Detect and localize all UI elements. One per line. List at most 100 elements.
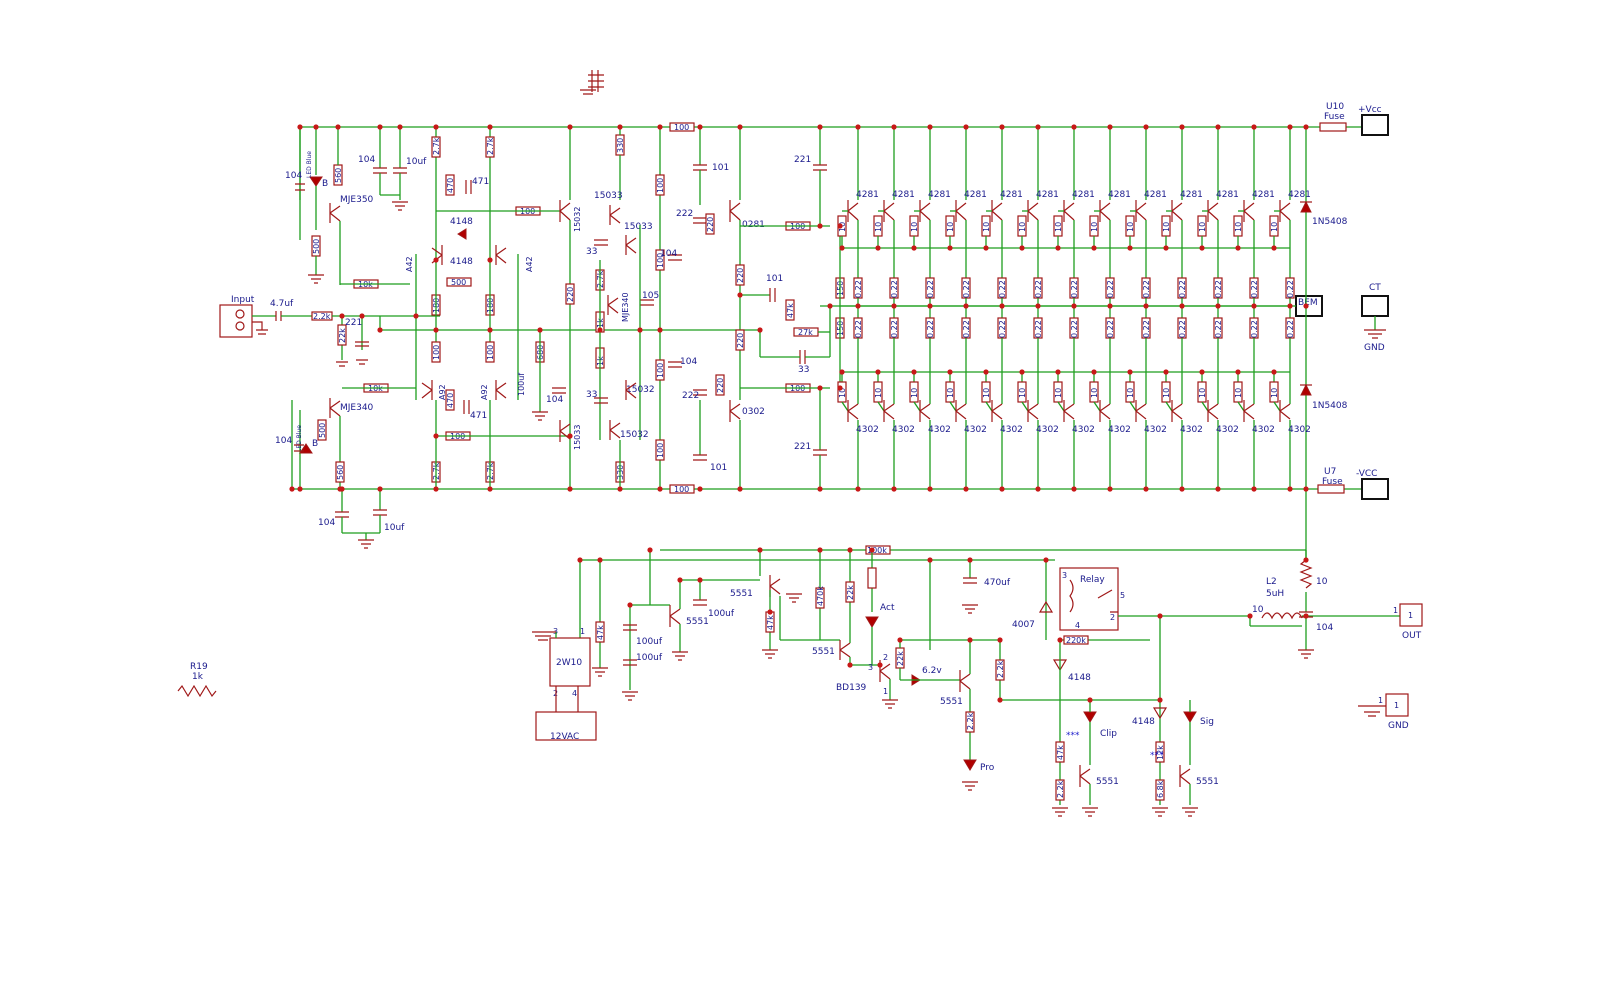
bridge-label: 2W10 [556, 658, 582, 668]
cap-100uf-a: 100uf [517, 373, 526, 396]
npn-emitter-r-label: 0.22 [1214, 280, 1223, 298]
pnp-base-r-label: 10 [1270, 388, 1279, 398]
led-sig-label: Sig [1200, 717, 1214, 727]
r47k-a-label: 47k [596, 625, 605, 640]
r2-7k-b [485, 136, 495, 158]
led-pro-label: Pro [980, 763, 995, 773]
junction-dot [1043, 557, 1049, 563]
input-connector[interactable] [219, 304, 253, 338]
out-label: OUT [1402, 631, 1422, 641]
r560-top-label: 560 [334, 168, 343, 183]
r47k-fb [785, 299, 795, 321]
r220-b-label: 220 [716, 378, 725, 393]
junction-dot [1251, 124, 1257, 130]
junction-dot [1107, 486, 1113, 492]
junction-dot [627, 602, 633, 608]
q-5551-b: 5551 [730, 589, 753, 599]
junction-dot [1091, 245, 1097, 251]
pnp-4302-icon [1063, 400, 1075, 422]
pnp-4302-label: 4302 [1036, 425, 1059, 435]
junction-dot [1271, 245, 1277, 251]
pnp-emitter-r-label: 0.22 [1142, 320, 1151, 338]
r100-bot-rail-label: 100 [674, 485, 689, 494]
vcc-neg-connector[interactable] [1361, 478, 1389, 500]
pnp-base-r-label: 10 [838, 388, 847, 398]
pnp-base-wire [1093, 401, 1101, 412]
pnp-emitter-r-label: 0.22 [962, 320, 971, 338]
gnd-pin1: 1 [1378, 696, 1383, 705]
junction-dot [839, 245, 845, 251]
diode-4148-c-label: 4148 [1068, 673, 1091, 683]
out-pin1-inner: 1 [1408, 611, 1413, 620]
input-label: Input [231, 295, 255, 305]
r100-b-label: 100 [486, 345, 495, 360]
pnp-4302-label: 4302 [856, 425, 879, 435]
led-blue-pos-label: LED Blue [306, 151, 313, 178]
fuse-u7-type: Fuse [1322, 477, 1343, 487]
junction-dot [817, 223, 823, 229]
junction-dot [297, 124, 303, 130]
cap-10uf-b: 10uf [384, 523, 405, 533]
npn-4281-label: 4281 [1108, 190, 1131, 200]
cap-33-b: 33 [586, 390, 597, 400]
junction-dot [313, 124, 319, 130]
cap-470uf-label: 470uf [984, 578, 1011, 588]
vcc-pos-label: +Vcc [1358, 105, 1382, 115]
junction-dot [963, 124, 969, 130]
relay[interactable] [1059, 567, 1119, 631]
q-15032-label-bot: 15032 [626, 385, 655, 395]
r100-a [431, 341, 441, 363]
junction-dot [967, 557, 973, 563]
cap-104-g: 104 [680, 357, 697, 367]
junction-dot [1143, 486, 1149, 492]
junction-dot [891, 486, 897, 492]
pnp-base-wire [1165, 401, 1173, 412]
pnp-4302-icon [919, 400, 931, 422]
r19-value: 1k [192, 672, 204, 682]
junction-dot [947, 245, 953, 251]
junction-dot [1179, 303, 1185, 309]
junction-dot [911, 245, 917, 251]
junction-dots [289, 124, 1309, 703]
cap-221-b: 221 [794, 442, 811, 452]
junction-dot [927, 303, 933, 309]
r12k-label: 12k [1156, 745, 1165, 760]
junction-dot [1303, 557, 1309, 563]
zener-label: 6.2v [922, 666, 942, 676]
ct-label: CT [1369, 283, 1381, 293]
junction-dot [1287, 124, 1293, 130]
npn-4281-icon [1243, 200, 1255, 222]
pnp-4302-icon [883, 400, 895, 422]
out-connector[interactable] [1399, 603, 1423, 627]
zobel-r [1299, 559, 1313, 589]
relay-pin5: 5 [1120, 591, 1125, 600]
npn-base-r-label: 10 [910, 222, 919, 232]
junction-dot [1087, 697, 1093, 703]
junction-dot [1107, 303, 1113, 309]
r100-col-c [655, 359, 665, 381]
pnp-base-wire [985, 401, 993, 412]
ct-connector[interactable] [1361, 295, 1389, 317]
npn-emitter-r-label: 0.22 [1106, 280, 1115, 298]
cap-10uf-a: 10uf [406, 157, 427, 167]
r2-2k-c [1055, 779, 1065, 801]
npn-4281-label: 4281 [1252, 190, 1275, 200]
r19-ref: R19 [190, 662, 208, 672]
pnp-4302-label: 4302 [928, 425, 951, 435]
vcc-pos-connector[interactable] [1361, 114, 1389, 136]
r220-a-label: 220 [706, 217, 715, 232]
inductor-l2 [1261, 612, 1303, 620]
junction-dot [1303, 486, 1309, 492]
r220-c-label: 220 [736, 268, 745, 283]
gnd-connector[interactable] [1385, 693, 1409, 717]
junction-dot [1035, 124, 1041, 130]
bd139-pin2: 2 [883, 653, 888, 662]
r220-d [735, 329, 745, 351]
junction-dot [1251, 486, 1257, 492]
pnp-4302-icon [847, 400, 859, 422]
